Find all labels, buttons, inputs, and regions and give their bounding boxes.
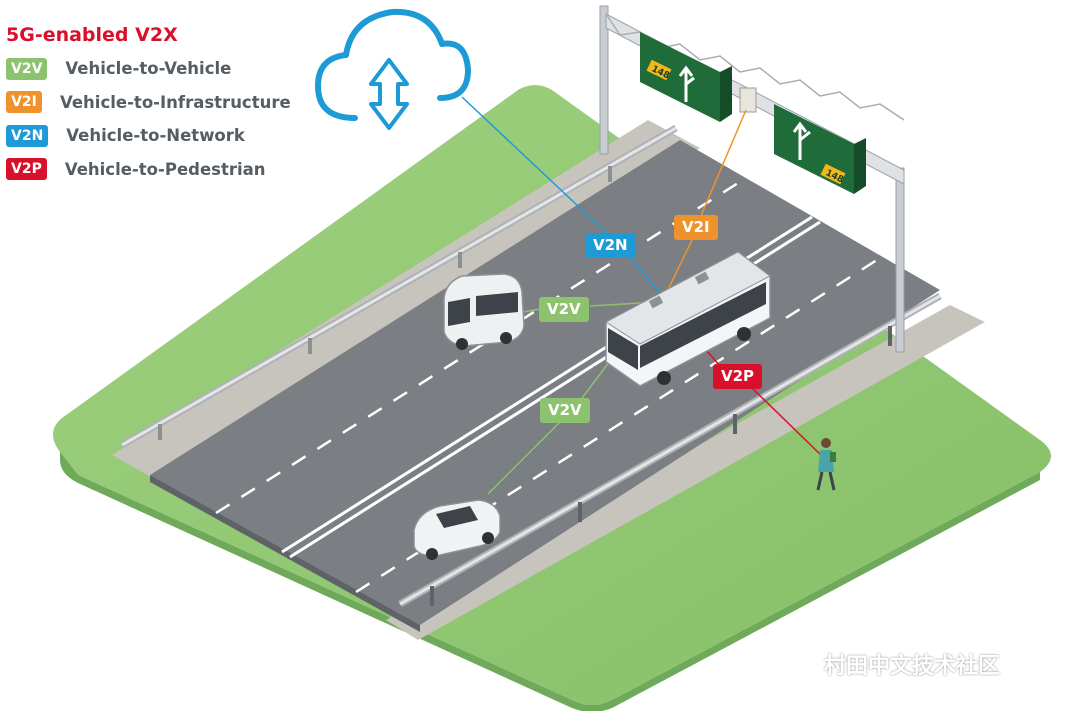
- guard-rail-left: [120, 124, 678, 449]
- v2p-label: Vehicle-to-Pedestrian: [64, 159, 266, 179]
- v2n-badge: V2N: [6, 124, 49, 147]
- direction-sign-right: 148: [774, 104, 866, 194]
- legend-row-v2n: V2N Vehicle-to-Network: [6, 119, 291, 153]
- guard-rail-right: [398, 292, 942, 608]
- cloud-icon: [315, 8, 471, 121]
- autonomous-shuttle: [443, 273, 525, 350]
- legend-row-v2p: V2P Vehicle-to-Pedestrian: [6, 153, 291, 187]
- pedestrian: [816, 438, 836, 491]
- v2i-label: Vehicle-to-Infrastructure: [60, 92, 291, 112]
- v2p-tag: V2P: [713, 364, 763, 389]
- suv-car: [413, 499, 501, 560]
- legend-title: 5G-enabled V2X: [6, 24, 178, 46]
- v2p-badge: V2P: [6, 158, 47, 181]
- city-bus: [605, 251, 771, 387]
- watermark-text: 村田中文技术社区: [824, 654, 1001, 679]
- v2i-badge: V2I: [6, 91, 42, 114]
- v2v-badge: V2V: [6, 57, 48, 80]
- v2n-tag: V2N: [585, 233, 636, 258]
- up-down-arrow-icon: [369, 58, 409, 130]
- v2n-label: Vehicle-to-Network: [66, 126, 245, 146]
- watermark: 村田中文技术社区: [780, 648, 1000, 680]
- legend: 5G-enabled V2X V2V Vehicle-to-Vehicle V2…: [6, 24, 291, 186]
- legend-row-v2v: V2V Vehicle-to-Vehicle: [6, 52, 291, 86]
- v2i-tag: V2I: [674, 215, 718, 240]
- road-shoulders: [112, 120, 985, 640]
- v2v-label: Vehicle-to-Vehicle: [65, 59, 232, 79]
- v2v-car-tag: V2V: [540, 398, 590, 423]
- legend-row-v2i: V2I Vehicle-to-Infrastructure: [6, 86, 291, 120]
- v2v-shuttle-tag: V2V: [539, 297, 589, 322]
- direction-sign-left: 148: [640, 32, 732, 122]
- wechat-icon: [780, 650, 816, 677]
